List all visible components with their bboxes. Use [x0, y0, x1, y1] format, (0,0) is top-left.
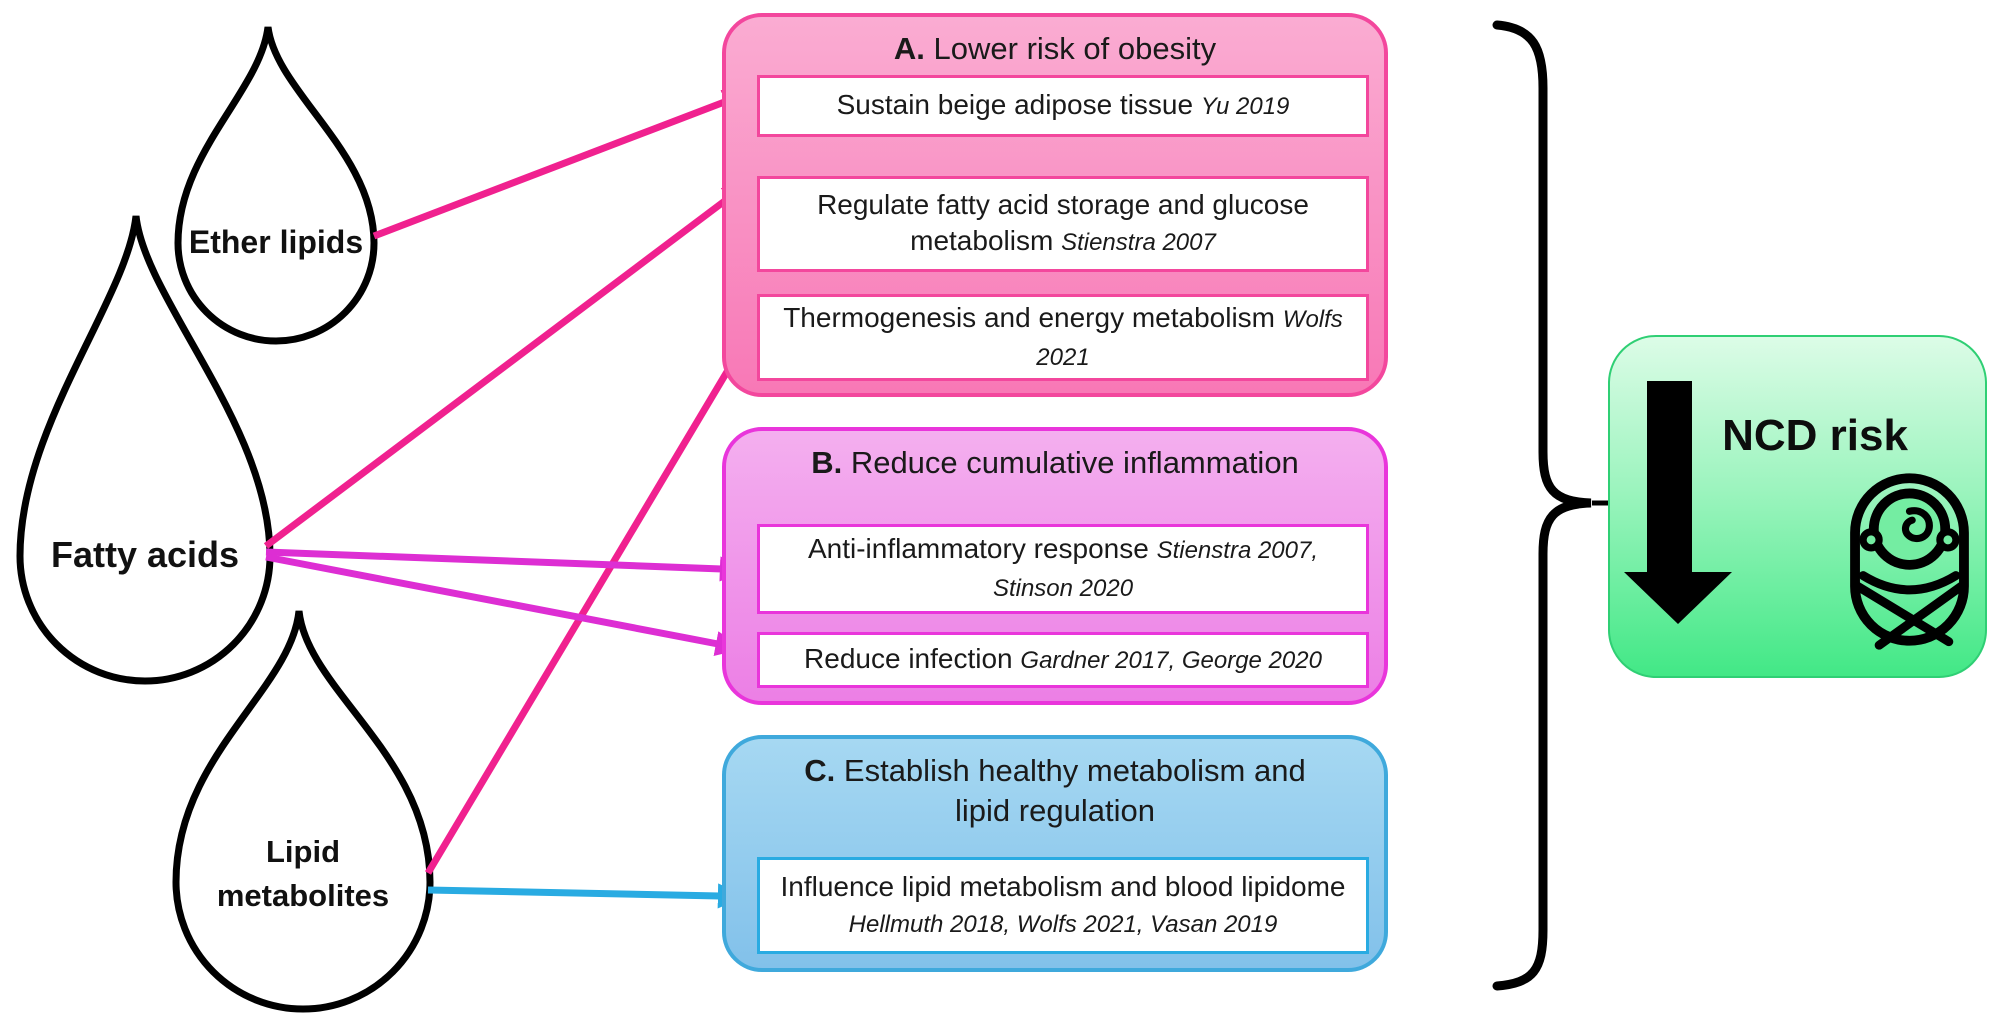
droplet-lipid-metabolites-icon [172, 610, 434, 1013]
item-text: Thermogenesis and energy metabolism [783, 301, 1276, 333]
panel-c-title-text: Establish healthy metabolism and lipid r… [843, 753, 1306, 828]
droplet-label-ether-lipids: Ether lipids [188, 224, 364, 260]
droplet-label-lipid-metabolites: Lipid metabolites [216, 834, 390, 913]
panel-b-item-antiinflammatory: Anti-inflammatory response Stienstra 200… [757, 524, 1369, 614]
panel-b-reduce-inflammation: B. Reduce cumulative inflammation Anti-i… [722, 427, 1388, 705]
panel-b-title: B. Reduce cumulative inflammation [726, 431, 1384, 483]
panel-c-title: C. Establish healthy metabolism and lipi… [726, 739, 1384, 831]
item-text: Regulate fatty acid storage and glucose … [817, 189, 1309, 256]
arrow-ether-to-beige-adipose [372, 89, 752, 240]
panel-a-title-text: Lower risk of obesity [933, 31, 1217, 66]
panel-c-letter: C. [804, 753, 836, 788]
arrow-fatty-to-infection [265, 553, 744, 656]
arrow-fatty-to-antiinflammatory [265, 548, 748, 582]
item-citation: Hellmuth 2018, Wolfs 2021, Vasan 2019 [848, 910, 1278, 938]
outcome-label: NCD risk [1722, 411, 1908, 460]
panel-a-title: A. Lower risk of obesity [726, 17, 1384, 69]
item-citation: Wolfs 2021 [1036, 305, 1343, 371]
droplet-ether-lipids-icon [174, 26, 378, 345]
arrow-lipid-to-lipidome [427, 883, 746, 909]
droplet-fatty-acids-icon [16, 215, 274, 685]
item-citation: Stienstra 2007, Stinson 2020 [992, 537, 1319, 602]
item-text: Reduce infection [804, 643, 1013, 674]
panel-b-title-text: Reduce cumulative inflammation [850, 445, 1299, 480]
outcome-panel-ncd-risk: NCD risk [1608, 335, 1987, 678]
panel-a-item-beige-adipose: Sustain beige adipose tissue Yu 2019 [757, 75, 1369, 137]
panel-a-item-fatty-acid-storage: Regulate fatty acid storage and glucose … [757, 176, 1369, 272]
panel-a-item-thermogenesis: Thermogenesis and energy metabolism Wolf… [757, 294, 1369, 381]
item-text: Anti-inflammatory response [807, 533, 1149, 564]
item-text: Sustain beige adipose tissue [836, 89, 1194, 120]
item-citation: Gardner 2017, George 2020 [1020, 647, 1322, 674]
panel-b-item-reduce-infection: Reduce infection Gardner 2017, George 20… [757, 632, 1369, 688]
droplet-label-fatty-acids: Fatty acids [50, 534, 240, 575]
panel-a-letter: A. [893, 31, 925, 66]
arrow-lipid-to-thermogenesis [424, 332, 751, 875]
arrow-fatty-to-storage [263, 181, 751, 549]
panel-c-healthy-metabolism: C. Establish healthy metabolism and lipi… [722, 735, 1388, 972]
swaddled-baby-icon [1850, 473, 1969, 650]
curly-brace [1492, 20, 1592, 991]
panel-c-item-lipidome: Influence lipid metabolism and blood lip… [757, 857, 1369, 954]
down-arrow-icon [1624, 381, 1732, 624]
item-citation: Yu 2019 [1200, 93, 1290, 120]
item-text: Influence lipid metabolism and blood lip… [780, 870, 1346, 902]
panel-b-letter: B. [811, 445, 843, 480]
item-citation: Stienstra 2007 [1061, 229, 1216, 256]
panel-a-lower-risk-of-obesity: A. Lower risk of obesity Sustain beige a… [722, 13, 1388, 397]
